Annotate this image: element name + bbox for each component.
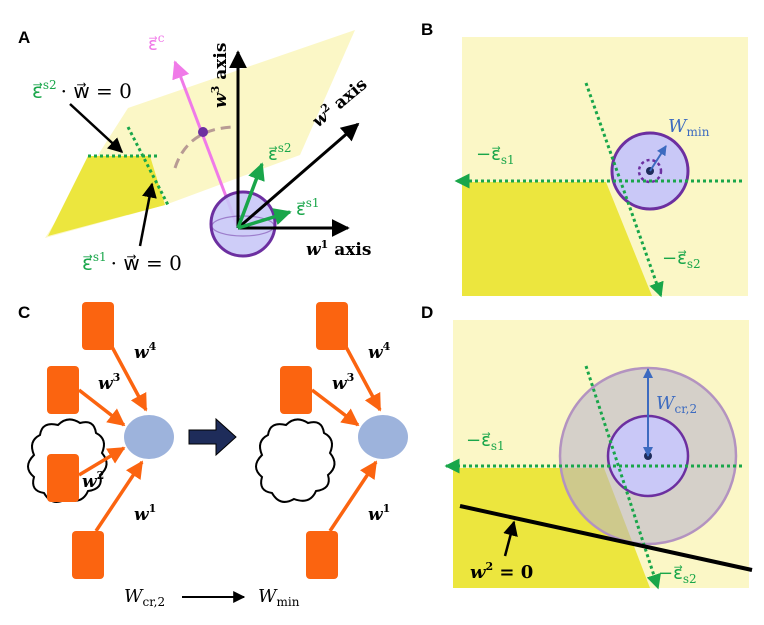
input-neuron-3-after xyxy=(280,366,312,414)
w2-axis-line xyxy=(237,122,360,230)
input-neuron-1-after xyxy=(306,531,338,579)
feasible-region-a xyxy=(48,156,165,236)
feasible-region-b xyxy=(462,182,652,296)
neg-s2-label-b: −ε⃗s2 xyxy=(662,248,701,271)
eps-s1-label: ε⃗s1 xyxy=(296,196,320,220)
w4-label-right: w4 xyxy=(368,340,391,363)
w-cr2-label-d: Wcr,2 xyxy=(656,393,697,416)
neg-s2-label-d: −ε⃗s2 xyxy=(658,563,697,586)
eps-s2-vector xyxy=(236,162,265,229)
s1-plane-line xyxy=(126,126,170,206)
w-min-label-c: Wmin xyxy=(258,586,300,609)
neg-s2-line-b xyxy=(584,82,664,298)
inner-dotted-circle xyxy=(637,158,663,184)
eq-s2-label: ε⃗s2· w⃗ = 0 xyxy=(32,78,132,103)
input-neuron-1 xyxy=(72,531,104,579)
output-neuron-left xyxy=(124,415,174,459)
neg-s1-label-b: −ε⃗s1 xyxy=(476,144,515,167)
panel-c-letter: C xyxy=(18,303,30,322)
w2-label-left: w2 xyxy=(82,469,104,492)
s2-pointer xyxy=(69,103,124,154)
panel-a-letter: A xyxy=(18,28,30,47)
panel-d-letter: D xyxy=(421,303,433,322)
w2-zero-label: w2 = 0 xyxy=(470,560,533,583)
neg-s1-label-d: −ε⃗s1 xyxy=(466,430,505,453)
s1-pointer xyxy=(138,182,157,247)
input-neuron-3 xyxy=(47,366,79,414)
eps-s2-label: ε⃗s2 xyxy=(268,141,292,165)
panel-c: C w4 w3 w2 w1 xyxy=(18,302,408,609)
network-after: w4 w3 w1 xyxy=(255,302,408,579)
w2-zero-pointer xyxy=(503,520,518,557)
output-neuron-right xyxy=(358,415,408,459)
w1-label-left: w1 xyxy=(134,502,156,525)
eq-s1-label: ε⃗s1· w⃗ = 0 xyxy=(82,250,182,275)
w4-edge-left xyxy=(102,331,148,412)
eps-c-label: ε⃗c xyxy=(148,31,165,55)
w3-label-right: w3 xyxy=(332,371,354,394)
w2-zero-line xyxy=(459,504,753,572)
w1-edge-left xyxy=(94,460,144,532)
eps-s1-vector xyxy=(237,208,292,230)
panel-b-letter: B xyxy=(421,20,433,39)
panel-a: A ε⃗s2· w⃗ = 0 ε⃗s1· w⃗ = 0 ε⃗c w3 axis … xyxy=(18,28,371,275)
w4-label-left: w4 xyxy=(134,340,157,363)
panel-d: D Wcr,2 −ε⃗s1 −ε⃗s2 w2 = 0 xyxy=(421,303,753,590)
network-before: w4 w3 w2 w1 xyxy=(27,302,174,579)
w2-edge-left xyxy=(78,446,126,477)
w3-edge-right xyxy=(310,388,360,427)
panel-b: B Wmin −ε⃗s1 −ε⃗s2 xyxy=(421,20,748,298)
noise-cloud-right xyxy=(255,418,336,503)
w3-edge-left xyxy=(77,388,126,427)
input-neuron-2 xyxy=(47,454,79,502)
w-min-radius-arrow xyxy=(649,145,667,172)
w-cr2-label: Wcr,2 xyxy=(124,586,165,609)
w3-axis-label: w3 axis xyxy=(209,43,231,108)
w1-axis-label: w1 axis xyxy=(306,238,371,260)
w-min-label: Wmin xyxy=(668,116,710,139)
w3-label-left: w3 xyxy=(98,371,120,394)
w1-label-right: w1 xyxy=(368,502,390,525)
neg-s2-line-d xyxy=(584,365,661,590)
w1-edge-right xyxy=(328,460,378,532)
arc-path xyxy=(173,125,236,169)
w4-edge-right xyxy=(336,331,382,412)
transition-arrow xyxy=(188,417,237,457)
projection-point xyxy=(198,127,208,137)
